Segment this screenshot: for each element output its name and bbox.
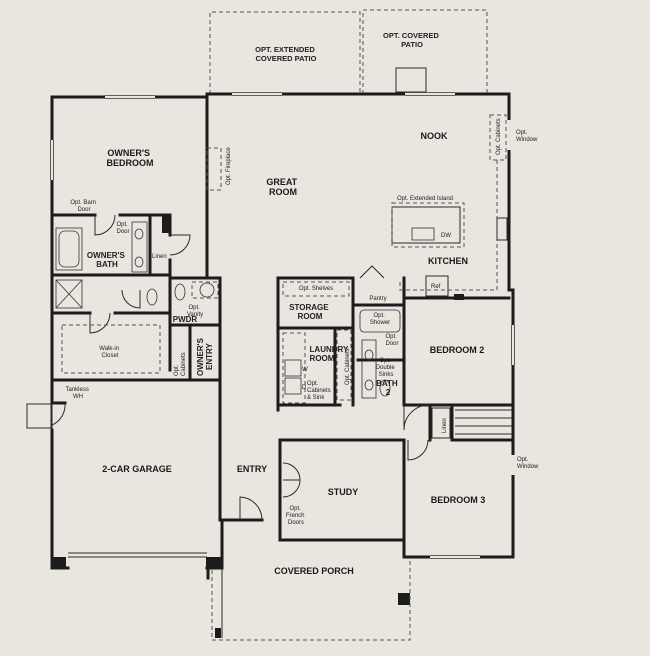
study-label: STUDY: [328, 487, 359, 497]
d-label: D: [302, 385, 307, 391]
linen-hall-label: Linen: [442, 418, 448, 433]
owners-entry-label: OWNER'S ENTRY: [196, 336, 214, 376]
covered-porch-outline: [211, 558, 411, 641]
toilet: [146, 288, 158, 306]
shower: [55, 279, 83, 309]
laundry-room-label: LAUNDRY ROOM: [310, 345, 351, 363]
bedroom-3-label: BEDROOM 3: [431, 495, 486, 505]
opt-covered-patio-label: OPT. COVERED PATIO: [383, 31, 441, 49]
opt-double-sinks-label: Opt. Double Sinks: [376, 358, 397, 378]
bedroom-2-label: BEDROOM 2: [430, 345, 485, 355]
dw-label: DW: [441, 233, 451, 239]
wall-block: [206, 557, 222, 569]
walk-in-shelves: [61, 324, 161, 374]
range: [496, 217, 508, 241]
patio-column: [395, 67, 427, 93]
opt-window-nook-label: Opt. Window: [516, 130, 538, 143]
opt-door-bath2-label: Opt. Door: [385, 334, 398, 347]
opt-vanity-label: Opt. Vanity: [187, 305, 203, 318]
water-heater: [26, 403, 52, 429]
wall-block: [454, 294, 464, 300]
bathtub: [55, 227, 83, 271]
refrigerator: [425, 275, 449, 297]
two-car-garage-label: 2-CAR GARAGE: [102, 464, 172, 474]
tankless-wh-label: Tankless WH: [65, 387, 90, 400]
pwdr-label: PWDR: [173, 315, 198, 324]
opt-cabinets-sink-label: Opt. Cabinets & Sink: [307, 381, 332, 401]
opt-window-bed3-label: Opt. Window: [517, 457, 539, 470]
bath-2-label: BATH 2: [376, 379, 400, 397]
dryer: [284, 377, 302, 395]
covered-porch-label: COVERED PORCH: [274, 566, 354, 576]
entry-label: ENTRY: [237, 464, 267, 474]
fireplace: [206, 147, 222, 191]
great-room-label: GREAT ROOM: [266, 177, 299, 197]
door-swings: [51, 214, 430, 521]
nook-cabinets: [489, 114, 507, 161]
opt-shower-label: Opt. Shower: [370, 313, 390, 326]
wall-block: [398, 593, 410, 605]
opt-door-bath-label: Opt. Door: [116, 222, 129, 235]
kitchen-counter: [399, 160, 498, 291]
opt-barn-door-label: Opt. Barn Door: [70, 200, 97, 213]
pwdr-sink: [199, 282, 215, 298]
kitchen-label: KITCHEN: [428, 256, 468, 266]
owners-bath-label: OWNER'S BATH: [87, 251, 127, 269]
storage-room-label: STORAGE ROOM: [289, 303, 331, 321]
opt-shelves-label: Opt. Shelves: [299, 286, 333, 292]
pantry-label: Pantry: [369, 296, 386, 302]
wall-block: [52, 557, 66, 569]
opt-cabinets-laundry-label: Opt. Cabinets: [345, 348, 351, 385]
interior-walls: [50, 95, 515, 570]
linen-owner-label: Linen: [152, 254, 167, 260]
wall-block: [162, 215, 171, 233]
linen-closet: [431, 407, 451, 439]
bath2-vanity: [361, 339, 377, 399]
garage-door: [68, 552, 207, 558]
bath2-tub: [359, 309, 401, 333]
nook-label: NOOK: [421, 131, 449, 141]
storage-shelves: [282, 281, 350, 297]
opt-extended-island-label: Opt. Extended Island: [397, 196, 453, 202]
opt-cabinets-entry-label: Opt. Cabinets: [174, 352, 187, 376]
ref-label: Ref: [431, 284, 441, 290]
fixtures: [26, 114, 512, 439]
walk-in-closet-label: Walk-in Closet: [99, 346, 120, 359]
opt-patio-outlines: [209, 9, 488, 94]
washer: [284, 359, 302, 377]
laundry-cabinets: [282, 332, 306, 404]
bath-vanity: [131, 221, 148, 273]
owners-bedroom-label: OWNER'S BEDROOM: [107, 148, 154, 168]
pwdr-toilet: [174, 283, 186, 301]
opt-extended-covered-patio-label: OPT. EXTENDED COVERED PATIO: [255, 45, 317, 63]
opt-french-doors-label: Opt. French Doors: [286, 506, 306, 526]
opt-cabinets-nook-label: Opt. Cabinets: [496, 118, 502, 155]
opt-fireplace-label: Opt. Fireplace: [226, 147, 232, 185]
w-label: W: [302, 367, 308, 373]
